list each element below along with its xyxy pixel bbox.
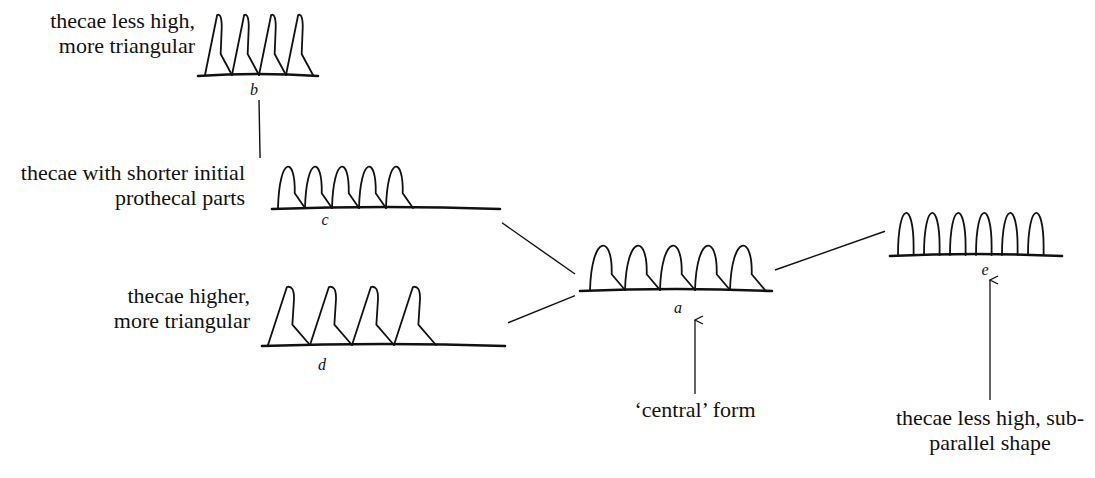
theca-outline (286, 15, 313, 75)
theca-outline (730, 246, 765, 290)
leader-arrow (694, 320, 695, 394)
figure-letter: a (672, 299, 684, 317)
stipe-figure: d (258, 280, 508, 375)
theca-outline (695, 246, 730, 290)
annotation-text: thecae higher, more triangular (90, 283, 250, 333)
relation-line (259, 100, 260, 158)
theca-outline (898, 213, 914, 255)
stipe-figure: b (196, 5, 322, 100)
stipe-figure: e (885, 205, 1065, 280)
annotation-text: thecae less high, more triangular (15, 8, 195, 58)
theca-outline (310, 287, 352, 345)
annotation-text: thecae with shorter initial prothecal pa… (15, 160, 245, 210)
figure-letter: d (316, 356, 328, 374)
annotation-text: ‘central’ form (634, 397, 755, 422)
theca-outline (386, 167, 413, 208)
leader-arrow (989, 280, 990, 400)
theca-outline (924, 213, 940, 255)
figure-letter: b (248, 81, 260, 99)
annotation-text: thecae less high, sub-parallel shape (890, 405, 1090, 455)
theca-outline (305, 167, 332, 208)
theca-outline (976, 213, 992, 255)
stipe-figure: a (575, 238, 775, 318)
theca-outline (394, 287, 436, 345)
theca-outline (332, 167, 359, 208)
stipe-figure: c (250, 158, 502, 230)
figure-letter: c (319, 211, 330, 229)
theca-outline (1028, 213, 1044, 255)
theca-outline (950, 213, 966, 255)
theca-outline (278, 167, 305, 208)
theca-outline (232, 15, 259, 75)
theca-outline (660, 246, 695, 290)
relation-line (502, 223, 575, 274)
stipe-axis (262, 344, 505, 346)
theca-outline (259, 15, 286, 75)
relation-line (775, 231, 885, 270)
figure-letter: e (979, 261, 990, 279)
stipe-axis (580, 289, 772, 291)
theca-outline (590, 246, 625, 290)
theca-outline (268, 287, 310, 345)
theca-outline (1002, 213, 1018, 255)
relation-line (508, 296, 575, 323)
theca-outline (352, 287, 394, 345)
theca-outline (625, 246, 660, 290)
theca-outline (359, 167, 386, 208)
theca-outline (205, 15, 232, 75)
